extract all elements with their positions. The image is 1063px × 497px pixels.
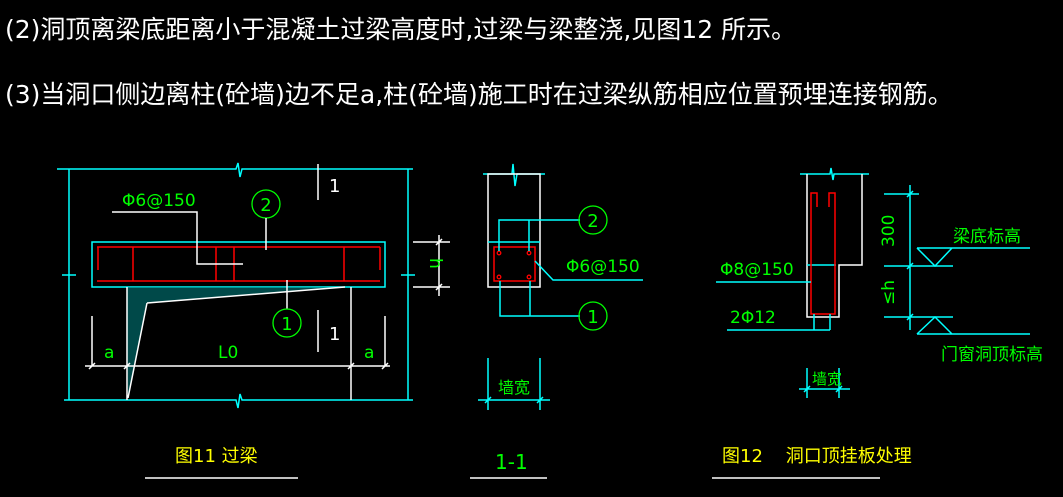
section-label-top: 1 [329,176,340,197]
dim-h: h [425,258,445,269]
opening-outline [126,286,346,400]
note-line-3: (3)当洞口侧边离柱(砼墙)边不足a,柱(砼墙)施工时在过梁纵筋相应位置预埋连接… [5,80,953,109]
section-leaders [498,219,643,317]
section-bars [496,250,532,280]
section-1-1: 2 Φ6@150 1 墙宽 1-1 [470,163,643,479]
elevation-dimension [884,185,953,330]
wall-outline [57,162,413,409]
dim-a-left: a [104,343,114,363]
figure-11-lintel: Φ6@150 2 1 1 1 a L0 a h 图11 过梁 [57,162,450,479]
section-stirrup [493,246,536,282]
bar-label: 2Φ12 [730,308,776,328]
stirrup-label: Φ8@150 [720,260,794,280]
beam-bottom-elevation-mark [916,247,1030,268]
section-caption: 1-1 [495,450,528,474]
section-cap [483,163,545,187]
wall-width-label: 墙宽 [498,378,530,397]
dim-span-L0: L0 [218,343,238,363]
marker-1-text: 1 [281,314,292,335]
plate-cap [800,167,869,181]
height-dimension [413,235,450,296]
rebar-leaders [716,281,831,331]
dim-le-h: ≤h [879,280,899,305]
opening-top-elevation-label: 门窗洞顶标高 [941,345,1043,365]
figure-12-hanging-plate: Φ8@150 2Φ12 墙宽 300 ≤h 梁底标高 门窗洞顶标高 图12 洞口… [712,167,1043,479]
stirrup-label: Φ6@150 [566,257,640,277]
dim-a-right: a [364,343,374,363]
section-label-bottom: 1 [329,324,340,345]
marker-2-text: 2 [260,195,271,216]
marker-1-text: 1 [587,307,598,328]
stirrup-leader [112,211,243,265]
section-outline [487,173,541,288]
plate-rebar [810,192,836,315]
figure-12-caption: 图12 洞口顶挂板处理 [722,446,912,467]
marker-1 [272,308,302,338]
wall-width-dimension [478,358,550,410]
beam-bottom-elevation-label: 梁底标高 [953,227,1021,247]
wall-width-label: 墙宽 [812,370,842,388]
marker-leaders [265,218,288,309]
hatch-area [127,287,345,398]
marker-1 [578,301,608,331]
figure-11-caption: 图11 过梁 [175,446,258,467]
plate-outline [806,174,863,318]
marker-2 [578,205,608,235]
dim-300: 300 [879,215,899,247]
marker-2-text: 2 [587,211,598,232]
stirrup-label: Φ6@150 [122,191,196,211]
span-dimension [85,287,390,400]
wall-width-dimension [799,368,850,398]
note-line-2: (2)洞顶离梁底距离小于混凝土过梁高度时,过梁与梁整浇,见图12 所示。 [5,15,796,44]
opening-top-elevation-mark [916,315,1030,335]
